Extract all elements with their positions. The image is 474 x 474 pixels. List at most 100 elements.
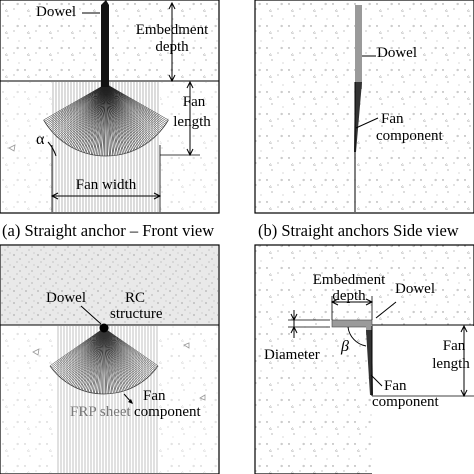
fibre-line	[105, 83, 163, 129]
fibre-line	[103, 327, 125, 391]
fibre-line	[103, 327, 146, 380]
fan-arc	[43, 119, 169, 157]
fibre-line	[103, 327, 129, 390]
fibre-line	[105, 83, 142, 147]
fibre-line	[64, 83, 107, 144]
fibre-line	[60, 327, 105, 378]
panel-d-depth-label: depth	[332, 288, 366, 304]
fibre-line	[105, 83, 127, 154]
fibre-line	[103, 327, 132, 389]
panel-a-alpha-arc	[47, 141, 57, 157]
fibre-line	[105, 83, 117, 156]
fibre-line	[105, 83, 113, 156]
fibre-line	[105, 83, 131, 152]
fibre-line	[86, 327, 105, 392]
panel-a-concrete-top	[1, 1, 218, 81]
panel-a-fan-width-label: Fan width	[75, 177, 137, 193]
fibre-line	[103, 327, 119, 393]
panel-d-white-region	[372, 326, 474, 474]
fibre-line	[54, 327, 105, 373]
fibre-line	[52, 83, 107, 133]
fibre-line	[103, 327, 152, 375]
fibre-line	[103, 327, 126, 391]
fibre-line	[87, 83, 107, 154]
fibre-line	[44, 83, 107, 122]
fibre-line	[103, 327, 157, 369]
fibre-line	[103, 327, 145, 381]
fibre-line	[57, 83, 107, 138]
panel-c-frp-sheet-label: FRP sheet	[70, 404, 131, 420]
fibre-line	[61, 327, 105, 379]
fibre-line	[103, 327, 128, 390]
fibre-line	[105, 83, 123, 155]
fibre-line	[105, 83, 155, 138]
fibre-line	[105, 83, 112, 156]
panel-b-fan-component	[354, 82, 362, 152]
fan-arc	[49, 365, 159, 395]
fibre-line	[103, 327, 156, 370]
fibre-line	[105, 83, 153, 140]
fibre-line	[50, 327, 105, 368]
fibre-line	[103, 327, 135, 387]
fibre-line	[103, 327, 137, 386]
panel-a-fan-width-arrows	[50, 192, 162, 200]
panel-c-fan-component	[49, 327, 159, 395]
panel-a-straight-front	[0, 0, 220, 214]
fibre-line	[105, 83, 168, 122]
panel-c-dowel-label: Dowel	[46, 290, 86, 306]
fibre-line	[103, 327, 143, 382]
panel-a-caption: (a) Straight anchor – Front view	[2, 221, 215, 240]
fibre-line	[49, 327, 105, 367]
fibre-line	[105, 83, 146, 145]
fibre-line	[59, 83, 107, 140]
fibre-line	[85, 327, 105, 392]
fibre-line	[103, 327, 123, 392]
fibre-line	[99, 327, 105, 394]
fibre-line	[105, 83, 145, 146]
panel-c-rc-label: RC	[124, 290, 145, 306]
panel-c-fan-label: Fan	[143, 388, 166, 404]
fibre-line	[103, 327, 149, 377]
fibre-line	[46, 83, 107, 125]
fibre-line	[70, 83, 107, 147]
panel-b-frame	[254, 0, 474, 214]
fibre-line	[103, 327, 139, 385]
panel-c-anchor-front	[0, 244, 220, 474]
fibre-line	[50, 83, 107, 130]
panel-d-embedment-label: Embedment	[312, 272, 386, 288]
fibre-line	[105, 83, 169, 121]
fibre-line	[63, 327, 105, 381]
fibre-line	[78, 83, 107, 151]
panel-a-length-label: length	[173, 114, 211, 130]
fibre-line	[53, 327, 105, 372]
fibre-line	[105, 83, 150, 142]
fibre-line	[105, 83, 122, 155]
fibre-line	[105, 83, 158, 135]
fibre-line	[52, 327, 105, 370]
fibre-line	[80, 327, 105, 390]
fibre-line	[105, 83, 128, 153]
fibre-line	[103, 327, 154, 373]
fibre-line	[84, 83, 107, 153]
fibre-line	[104, 83, 107, 156]
fibre-line	[49, 83, 107, 129]
fibre-line	[105, 83, 165, 126]
fibre-line	[82, 83, 107, 153]
fibre-line	[103, 327, 148, 378]
fibre-line	[97, 327, 105, 394]
fibre-line	[57, 327, 105, 376]
panel-c-dowel-head	[99, 323, 109, 333]
fibre-line	[54, 83, 107, 135]
panel-c-dowel-leader	[80, 305, 102, 325]
panel-b-dowel-label: Dowel	[377, 45, 417, 61]
fibre-line	[105, 83, 143, 147]
panel-a-depth-label: depth	[155, 39, 189, 55]
fibre-line	[65, 327, 105, 382]
fibre-line	[103, 327, 155, 372]
fibre-line	[97, 83, 107, 156]
fibre-line	[56, 327, 105, 375]
fibre-line	[103, 327, 108, 394]
fibre-line	[103, 327, 159, 367]
fibre-line	[105, 83, 166, 125]
